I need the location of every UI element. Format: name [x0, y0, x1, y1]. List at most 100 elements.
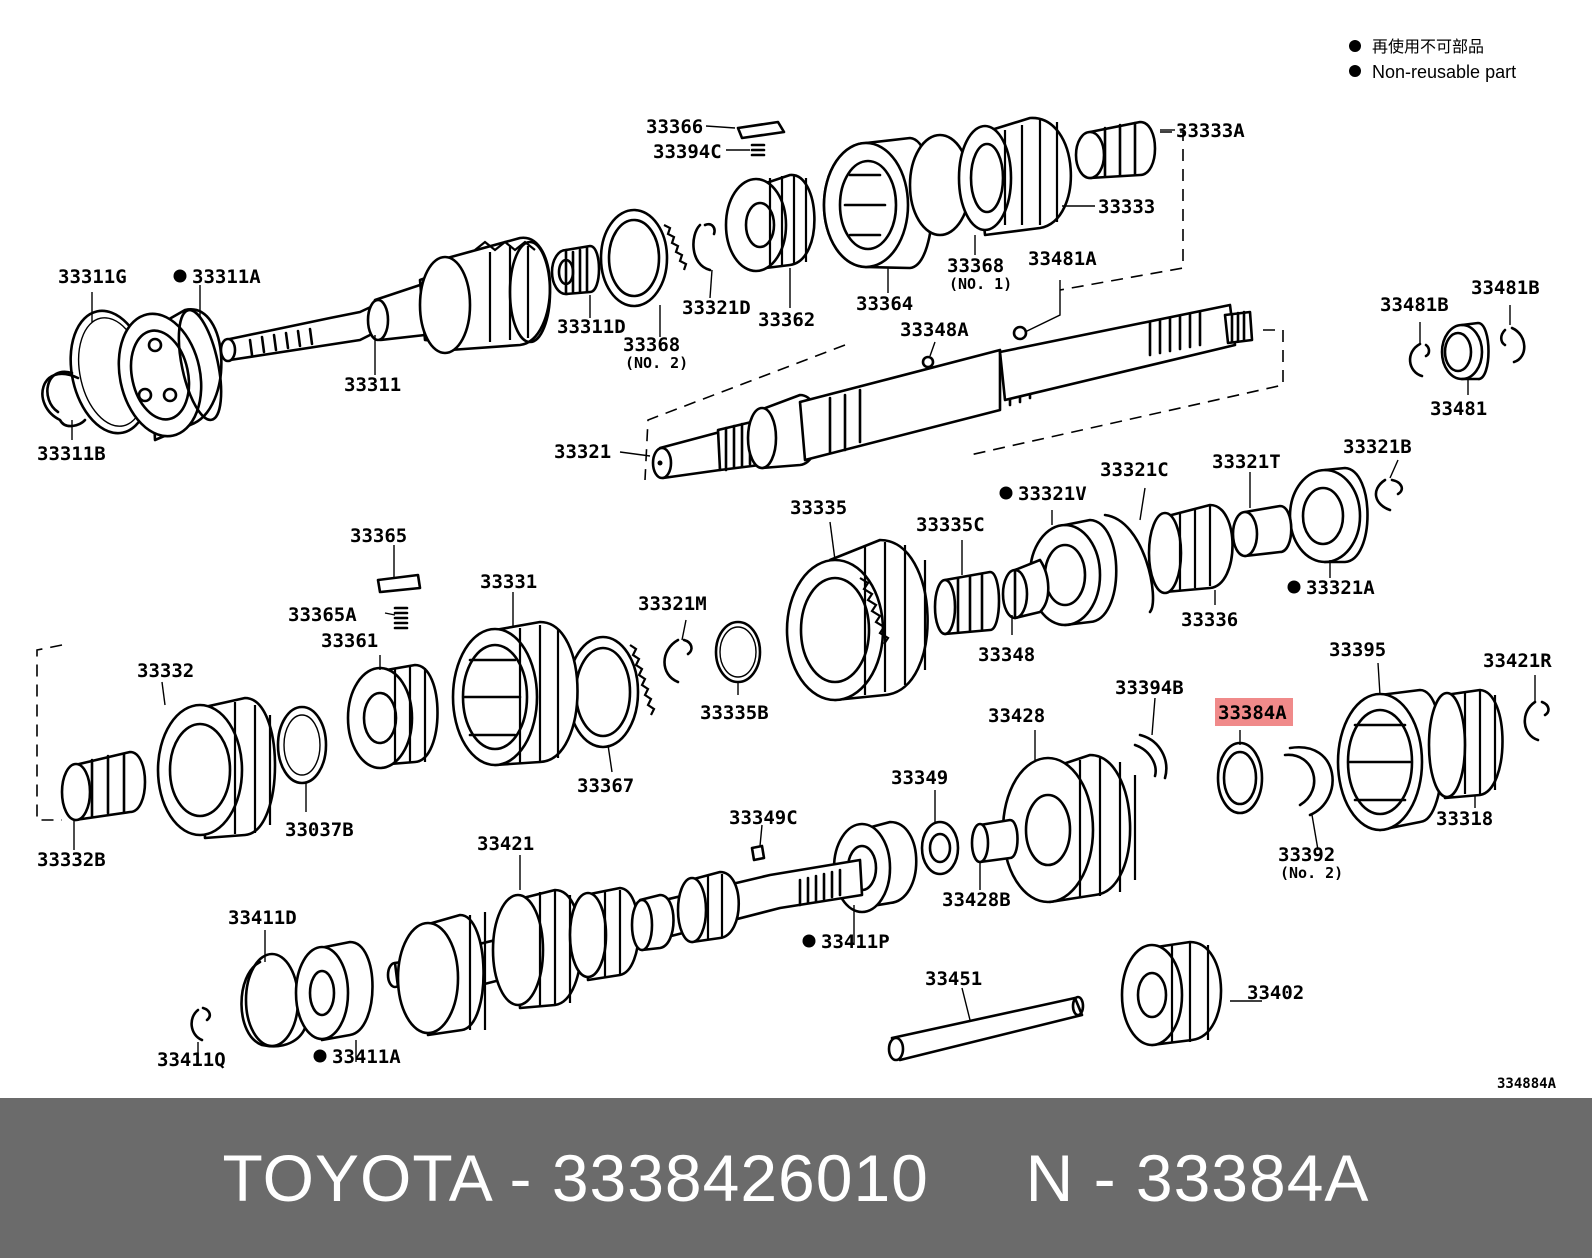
shifting-key-33365: [376, 573, 422, 594]
footer-bar: TOYOTA - 3338426010 N - 33384A: [0, 1098, 1592, 1258]
key-33394b: [1133, 733, 1168, 780]
assembly-boundaries: [36, 131, 1284, 821]
part-label-33366: 33366: [646, 116, 703, 138]
part-label-33402: 33402: [1247, 982, 1304, 1004]
figure-reference: 334884A: [1497, 1076, 1557, 1092]
snap-ring-33481b-left: [1408, 342, 1431, 378]
counter-shaft-group: [190, 753, 1223, 1062]
part-label-33348: 33348: [978, 644, 1035, 666]
part-label-33321v: 33321V: [1018, 483, 1087, 505]
spring-33365a: [393, 606, 409, 630]
ring-33321c: [1103, 513, 1155, 614]
input-shaft-group: [41, 116, 1157, 442]
ball-33481a: [1012, 325, 1028, 341]
part-label-33321: 33321: [554, 441, 611, 463]
non-reusable-dot: [802, 934, 816, 948]
ring-33335b: [714, 620, 762, 684]
part-label-33335b: 33335B: [700, 702, 769, 724]
group-33481: [1408, 321, 1526, 381]
part-label-33411p: 33411P: [821, 931, 890, 953]
part-label-33333: 33333: [1098, 196, 1155, 218]
legend-text-jp: 再使用不可部品: [1372, 37, 1484, 56]
footer-part-number: 3338426010: [551, 1141, 929, 1215]
part-label-33311: 33311: [344, 374, 401, 396]
part-label-33318: 33318: [1436, 808, 1493, 830]
part-label-33411q: 33411Q: [157, 1049, 226, 1071]
bolt-33349c: [750, 844, 766, 862]
part-label-33394b: 33394B: [1115, 677, 1184, 699]
part-label-33481b: 33481B: [1380, 294, 1449, 316]
legend: 再使用不可部品 Non-reusable part: [1349, 37, 1516, 82]
part-label-33321c: 33321C: [1100, 459, 1169, 481]
snap-ring-33421r: [1523, 700, 1550, 742]
part-label-33321d: 33321D: [682, 297, 751, 319]
part-label-33384a: 33384A: [1218, 702, 1287, 724]
part-label-33428b: 33428B: [942, 889, 1011, 911]
ball-33348a: [921, 355, 935, 369]
snap-ring-33321d: [692, 222, 716, 272]
part-label-33311d: 33311D: [557, 316, 626, 338]
sync-ring-33368-no2: [599, 208, 669, 308]
spring-33392: [1283, 746, 1334, 817]
part-label-33332: 33332: [137, 660, 194, 682]
part-label-33411a: 33411A: [332, 1046, 401, 1068]
gear-group-row3: [60, 466, 1404, 840]
part-label-33348a: 33348A: [900, 319, 969, 341]
non-reusable-dot: [313, 1049, 327, 1063]
sleeve-33348: [1013, 558, 1050, 620]
ring-33037b: [276, 705, 328, 785]
part-label-33333a: 33333A: [1176, 120, 1245, 142]
part-label-33481b: 33481B: [1471, 277, 1540, 299]
non-reusable-dot: [173, 269, 187, 283]
non-reusable-dot: [1287, 580, 1301, 594]
footer-gap: [929, 1141, 1026, 1215]
snap-ring-33411d: [240, 960, 307, 1048]
footer-ref-prefix: N: [1025, 1141, 1075, 1215]
parts-diagram: 再使用不可部品 Non-reusable part: [36, 37, 1557, 1092]
part-label-33392: 33392: [1278, 844, 1335, 866]
snap-ring-33321m: [663, 638, 693, 684]
part-label-33481a: 33481A: [1028, 248, 1097, 270]
shifting-key-33366: [736, 120, 786, 140]
part-label-33395: 33395: [1329, 639, 1386, 661]
part-label-33321t: 33321T: [1212, 451, 1281, 473]
part-label-33332b: 33332B: [37, 849, 106, 871]
leader-lines: [71, 125, 1536, 1062]
non-reusable-dot: [999, 486, 1013, 500]
part-label-33311b: 33311B: [37, 443, 106, 465]
legend-text-en: Non-reusable part: [1372, 62, 1516, 82]
exploded-view-drawing: 再使用不可部品 Non-reusable part: [36, 37, 1557, 1092]
part-label-33481: 33481: [1430, 398, 1487, 420]
footer-separator-2: -: [1074, 1141, 1136, 1215]
part-label-33311g: 33311G: [58, 266, 127, 288]
part-label-33321b: 33321B: [1343, 436, 1412, 458]
footer-brand: TOYOTA: [222, 1141, 491, 1215]
collar-33349: [920, 820, 960, 876]
part-label-33421: 33421: [477, 833, 534, 855]
part-label-33331: 33331: [480, 571, 537, 593]
part-label-33428: 33428: [988, 705, 1045, 727]
part-label-33321a: 33321A: [1306, 577, 1375, 599]
part-label-33394c: 33394C: [653, 141, 722, 163]
part-label-33349: 33349: [891, 767, 948, 789]
part-label-33311a: 33311A: [192, 266, 261, 288]
part-label-33336: 33336: [1181, 609, 1238, 631]
snap-ring-33481b-right: [1499, 326, 1526, 364]
part-label-33037b: 33037B: [285, 819, 354, 841]
snap-ring-33321b: [1374, 478, 1404, 512]
part-label-33365: 33365: [350, 525, 407, 547]
footer-text: TOYOTA - 3338426010 N - 33384A: [223, 1140, 1370, 1216]
needle-bearing-33428b: [978, 818, 1019, 864]
part-label-33364: 33364: [856, 293, 913, 315]
part-label-33411d: 33411D: [228, 907, 297, 929]
bearing-33321a: [1288, 468, 1362, 564]
part-label-33361: 33361: [321, 630, 378, 652]
part-label-sub: (NO. 1): [949, 275, 1012, 293]
part-label-sub: (No. 2): [1280, 864, 1343, 882]
input-shaft-33311: [223, 303, 382, 362]
footer-separator-1: -: [490, 1141, 552, 1215]
reverse-group: [1133, 688, 1550, 832]
highlight-box-33384a: [1215, 698, 1293, 726]
part-label-33321m: 33321M: [638, 593, 707, 615]
idler-shaft-33451: [890, 996, 1084, 1062]
